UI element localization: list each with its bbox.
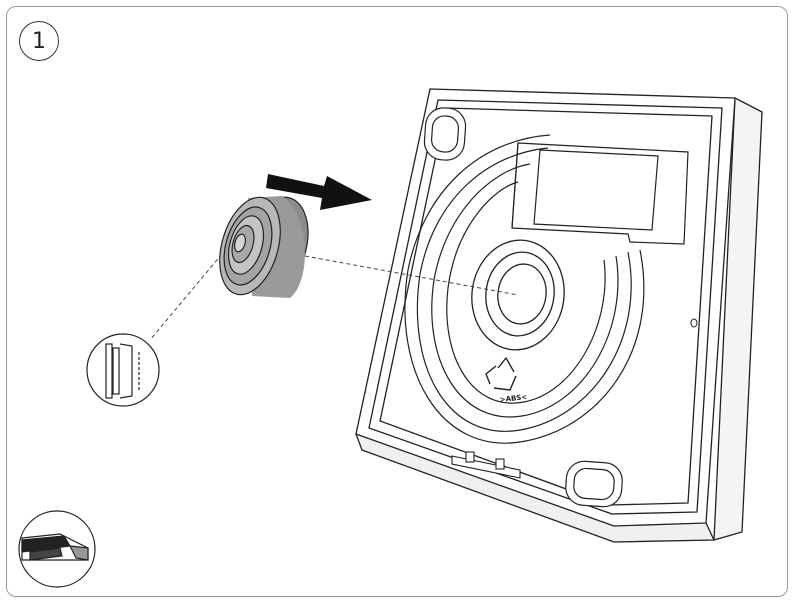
- grommet-plug: [219, 196, 309, 298]
- utility-knife-icon: [18, 510, 96, 588]
- recycle-icon: [485, 357, 517, 391]
- support-block: [511, 142, 689, 245]
- circular-recess: [404, 134, 645, 444]
- grommet-cross-section-icon: [86, 333, 160, 407]
- bottom-clips: [451, 451, 521, 479]
- illustration-frame: [6, 6, 788, 597]
- side-screw-hole: [690, 318, 698, 328]
- cable-entry-hole: [471, 239, 565, 351]
- corner-boss-top: [423, 107, 467, 161]
- material-label: >ABS<: [499, 393, 527, 404]
- step-number-badge: 1: [19, 21, 59, 61]
- arrow-right-icon: [266, 174, 372, 210]
- alignment-lines: [149, 253, 519, 341]
- corner-boss-bottom: [565, 460, 623, 508]
